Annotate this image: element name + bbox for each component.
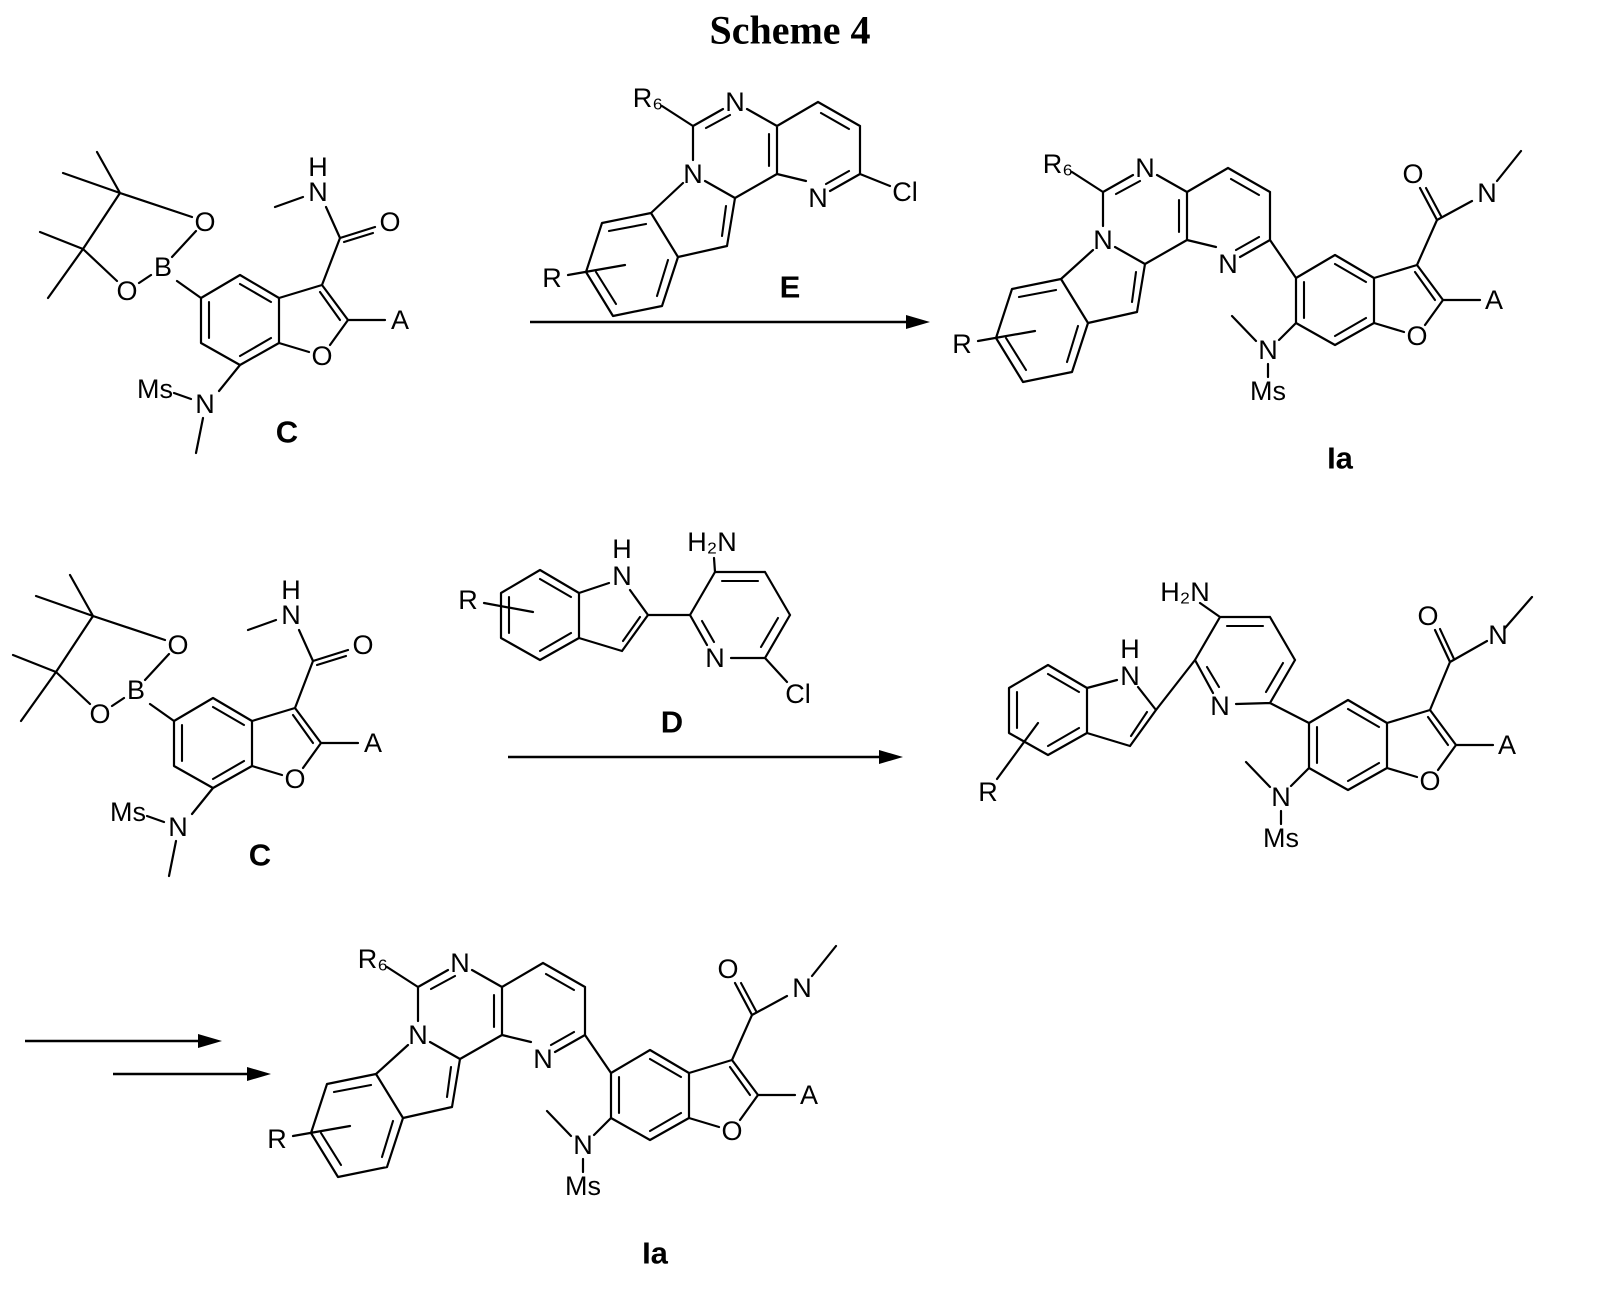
atom-boron: B [154, 252, 172, 282]
atom-oxygen: O [311, 341, 332, 371]
atom-oxygen: O [1419, 766, 1440, 796]
structure-c-row2 [11, 573, 384, 878]
atom-nitrogen: N [1477, 178, 1497, 208]
atom-oxygen: O [1406, 321, 1427, 351]
substituent-r: R [952, 329, 972, 359]
atom-nitrogen: N [612, 561, 632, 591]
structure-ia-row3 [266, 942, 838, 1272]
compound-label-c: C [276, 415, 298, 450]
atom-nitrogen: N [1218, 249, 1238, 279]
atom-mesyl-group: Ms [1263, 823, 1299, 853]
structure-e: R₆ N N N Cl R E [542, 83, 918, 318]
atom-nitrogen: N [1093, 225, 1113, 255]
atom-hydrogen: H [1120, 634, 1140, 664]
atom-chlorine: Cl [892, 177, 918, 207]
arrow-head-icon [198, 1034, 222, 1048]
atom-nitrogen: N [808, 183, 828, 213]
structure-ia-bonds [976, 149, 1523, 384]
substituent-a: A [1498, 730, 1516, 760]
atom-mesyl-group: Ms [137, 374, 173, 404]
structure-e-bonds [566, 100, 892, 318]
substituent-r6: R₆ [1043, 149, 1073, 179]
arrow-head-icon [879, 750, 903, 764]
substituent-r6: R₆ [633, 83, 663, 113]
atom-nitrogen: N [1210, 691, 1230, 721]
atom-oxygen: O [194, 207, 215, 237]
arrow-head-icon [247, 1067, 271, 1081]
atom-hydrogen: H [308, 152, 328, 182]
structure-d: H N H₂N N Cl R D [458, 527, 811, 740]
atom-nitrogen: N [1488, 620, 1508, 650]
reaction-arrow-3 [25, 1034, 222, 1048]
reaction-arrows [25, 315, 930, 1081]
structure-c-double-bonds [207, 231, 375, 358]
atom-nitrogen: N [683, 159, 703, 189]
substituent-r: R [542, 263, 562, 293]
atom-nitrogen: N [1258, 335, 1278, 365]
atom-mesyl-group: Ms [1250, 376, 1286, 406]
compound-label-e: E [780, 270, 801, 305]
scheme-title: Scheme 4 [709, 8, 870, 53]
structure-d-double-bonds [507, 577, 780, 653]
atom-nitrogen: N [195, 389, 215, 419]
structure-c-bonds [38, 150, 387, 455]
atom-nitrogen: N [308, 177, 328, 207]
amino-group: H₂N [687, 527, 736, 557]
reaction-arrow-1 [530, 315, 930, 329]
compound-label-ia: Ia [1327, 441, 1354, 476]
substituent-a: A [1485, 285, 1503, 315]
atom-nitrogen: N [725, 87, 745, 117]
substituent-r: R [458, 585, 478, 615]
arrow-head-icon [906, 315, 930, 329]
reaction-arrow-4 [113, 1067, 271, 1081]
structure-e-double-bonds [594, 111, 851, 306]
structure-ia: R₆ N N N R O N A O N Ms Ia [952, 149, 1523, 476]
atom-chlorine: Cl [785, 679, 811, 709]
structure-intermediate-bonds [995, 595, 1534, 826]
atom-nitrogen: N [1135, 153, 1155, 183]
amino-group: H₂N [1160, 577, 1209, 607]
atom-oxygen: O [1417, 601, 1438, 631]
atom-nitrogen: N [705, 643, 725, 673]
structure-intermediate: H₂N H N N R O N A O N Ms [978, 577, 1534, 853]
reaction-arrow-2 [508, 750, 903, 764]
structure-ia-double-bonds [1004, 177, 1443, 372]
atom-oxygen: O [116, 276, 137, 306]
substituent-a: A [391, 305, 409, 335]
atom-oxygen: O [1402, 159, 1423, 189]
atom-nitrogen: N [1120, 661, 1140, 691]
compound-label-d: D [661, 705, 683, 740]
structure-d-bonds [482, 556, 792, 684]
substituent-r: R [978, 777, 998, 807]
atom-hydrogen: H [612, 534, 632, 564]
structure-intermediate-double-bonds [1015, 624, 1456, 783]
structure-c: O O B Ms N H N O O A C [38, 150, 409, 455]
atom-oxygen: O [379, 207, 400, 237]
atom-nitrogen: N [1271, 782, 1291, 812]
